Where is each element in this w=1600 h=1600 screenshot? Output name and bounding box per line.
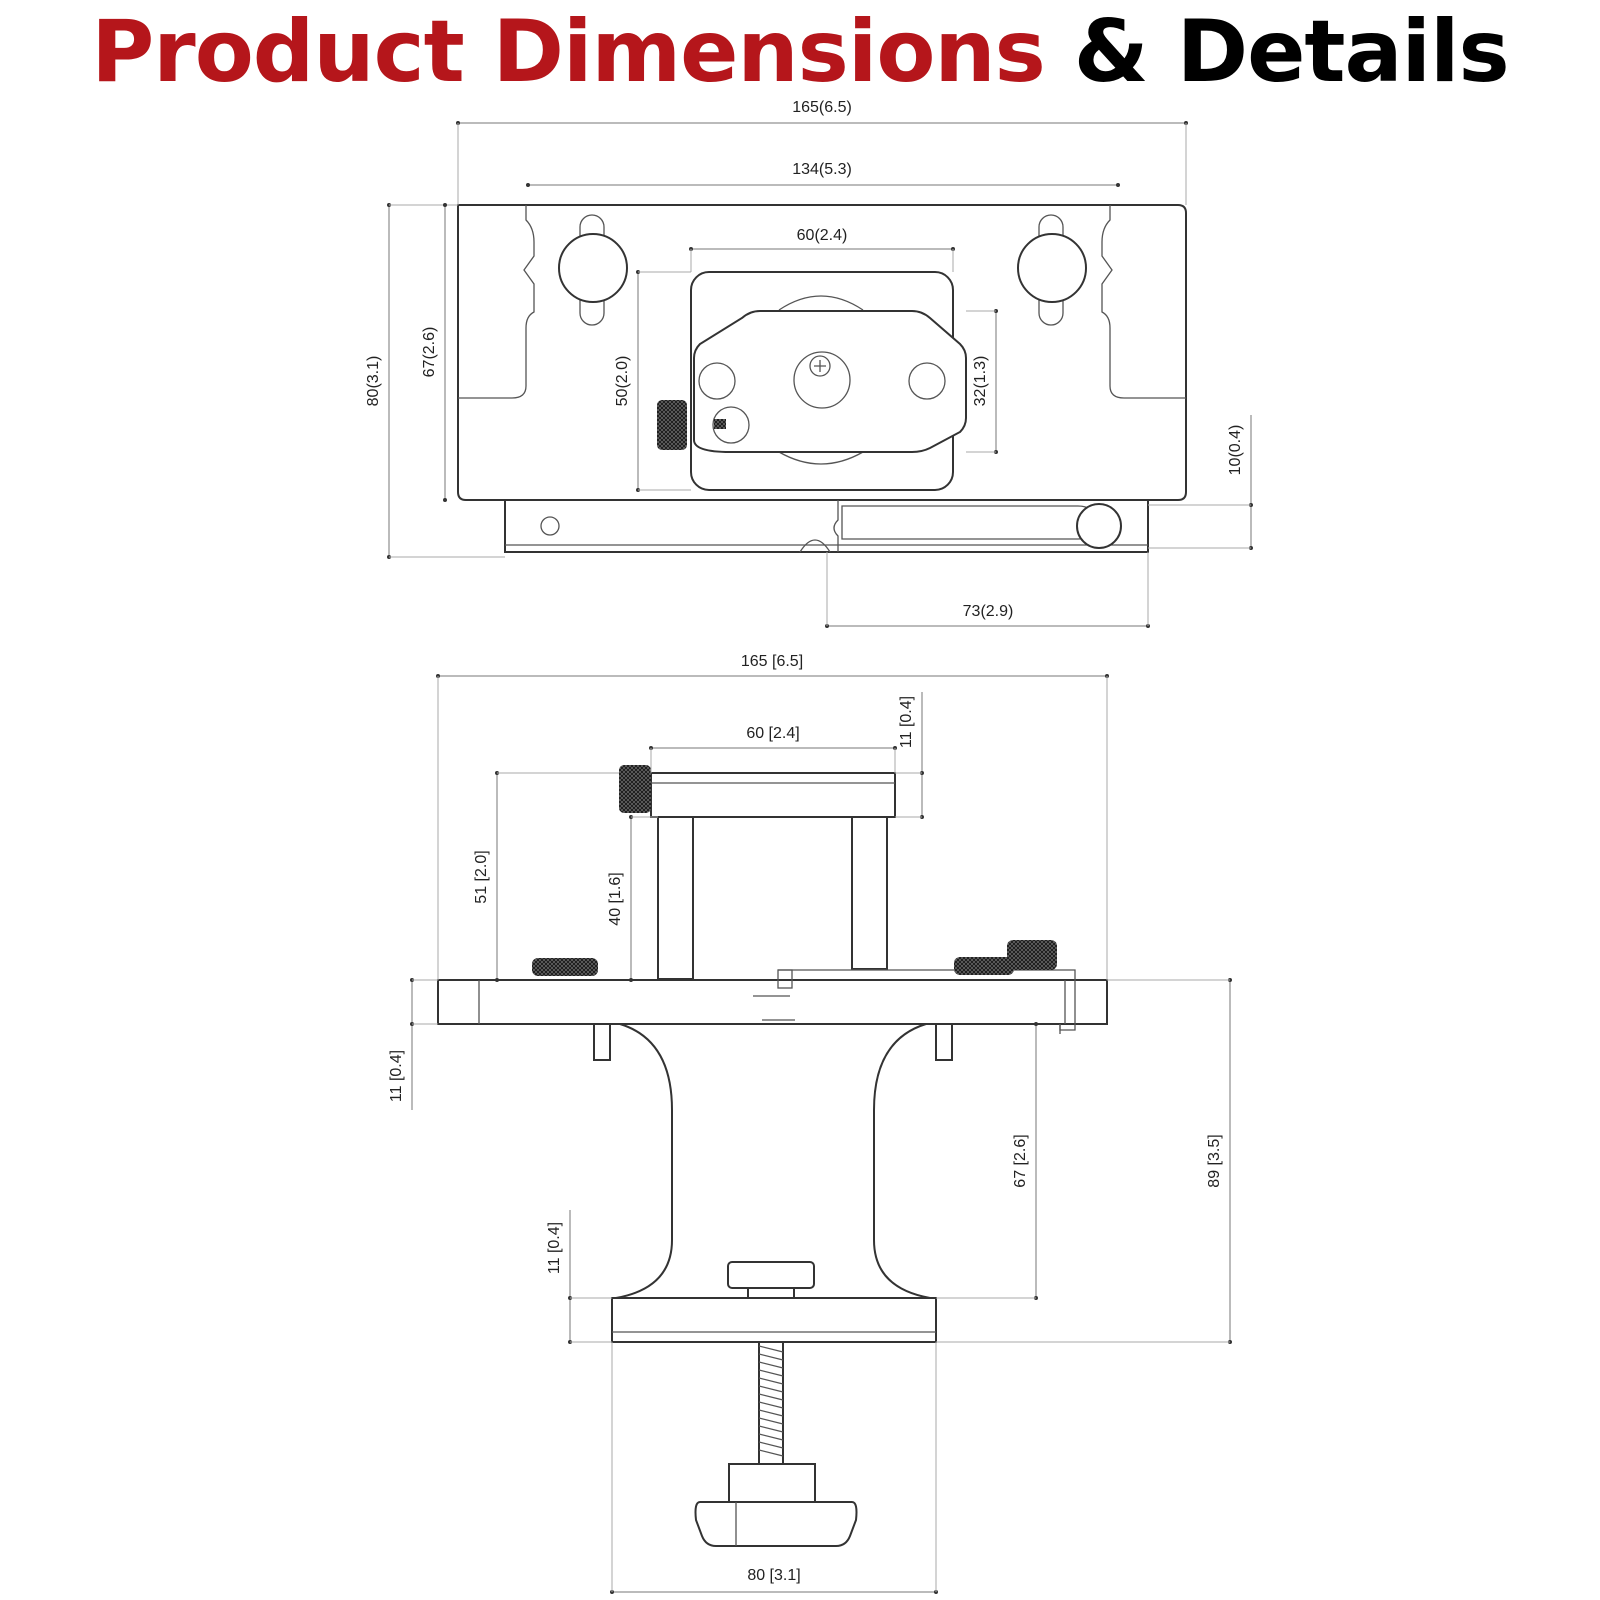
plate-hole-right xyxy=(908,362,946,400)
side-dimensions: 165 [6.5] 60 [2.4] 11 [0.4] 51 [2.0] 40 … xyxy=(388,653,1232,1594)
rail-knob xyxy=(1076,503,1122,549)
side-base-plate xyxy=(437,979,1108,1025)
pin-right xyxy=(935,1023,953,1061)
title-main-text: & Details xyxy=(1073,2,1510,102)
puck-bottom-arc xyxy=(778,451,864,465)
side-dim-foot-width: 80 [3.1] xyxy=(747,1567,800,1584)
handle-neck xyxy=(728,1463,816,1503)
title-accent-text: Product Dimensions xyxy=(91,2,1046,102)
side-dim-riser-total: 51 [2.0] xyxy=(473,850,490,903)
side-view: 165 [6.5] 60 [2.4] 11 [0.4] 51 [2.0] 40 … xyxy=(388,653,1232,1594)
side-knurled-knob-icon xyxy=(619,765,651,813)
side-dim-top-plate-width: 60 [2.4] xyxy=(746,725,799,742)
page-title: Product Dimensions & Details xyxy=(0,2,1600,102)
dim-plate-height: 32(1.3) xyxy=(972,356,989,407)
dim-rail-height: 10(0.4) xyxy=(1227,425,1244,476)
left-notch-profile xyxy=(458,205,535,399)
rail-notch xyxy=(799,539,831,553)
rail-knob-side-icon xyxy=(1007,940,1057,970)
center-screw-head xyxy=(809,355,831,377)
side-dim-base-thickness: 11 [0.4] xyxy=(388,1050,405,1102)
dim-body-height: 67(2.6) xyxy=(421,327,438,378)
dim-slot-spacing: 134(5.3) xyxy=(792,161,852,178)
side-top-plate xyxy=(650,772,896,818)
lower-jaw xyxy=(611,1297,937,1343)
dim-overall-height: 80(3.1) xyxy=(365,356,382,407)
plate-hole-left xyxy=(698,362,736,400)
side-dim-lower-thickness: 11 [0.4] xyxy=(546,1222,563,1274)
dim-clamp-width: 60(2.4) xyxy=(797,227,848,244)
quick-release-plate xyxy=(693,310,967,453)
dim-overall-width: 165(6.5) xyxy=(792,99,852,116)
right-knob xyxy=(1017,214,1087,326)
top-body-outline xyxy=(457,204,1187,501)
top-view: 165(6.5) 134(5.3) 60(2.4) 80(3.1) 67(2.6… xyxy=(365,99,1253,628)
riser-left xyxy=(657,816,694,980)
top-dimensions: 165(6.5) 134(5.3) 60(2.4) 80(3.1) 67(2.6… xyxy=(365,99,1253,628)
left-knob xyxy=(558,214,628,326)
lock-screw xyxy=(712,406,750,444)
rail-slot xyxy=(841,505,1091,540)
upper-cap xyxy=(727,1261,815,1289)
side-dim-overall-width: 165 [6.5] xyxy=(741,653,803,670)
side-dim-riser-height: 40 [1.6] xyxy=(607,872,624,925)
riser-right xyxy=(851,816,888,970)
side-dim-throat-height: 67 [2.6] xyxy=(1012,1134,1029,1187)
right-notch-profile xyxy=(1101,205,1186,399)
knurled-knob-icon xyxy=(657,400,687,450)
pin-left xyxy=(593,1023,611,1061)
side-dim-top-plate-thickness: 11 [0.4] xyxy=(898,696,915,748)
clamp-body xyxy=(615,1023,931,1299)
center-screw xyxy=(793,351,851,409)
slide-rail xyxy=(504,499,1149,553)
base-knob-left-icon xyxy=(532,958,598,976)
dim-rail-extension: 73(2.9) xyxy=(963,603,1014,620)
puck-top-arc xyxy=(778,295,864,311)
dim-clamp-height: 50(2.0) xyxy=(614,356,631,407)
rail-hole xyxy=(540,516,560,536)
handle-knob xyxy=(694,1501,858,1547)
cap-neck xyxy=(747,1287,795,1299)
side-dim-overall-height: 89 [3.5] xyxy=(1206,1134,1223,1187)
base-knob-right-icon xyxy=(954,957,1014,975)
